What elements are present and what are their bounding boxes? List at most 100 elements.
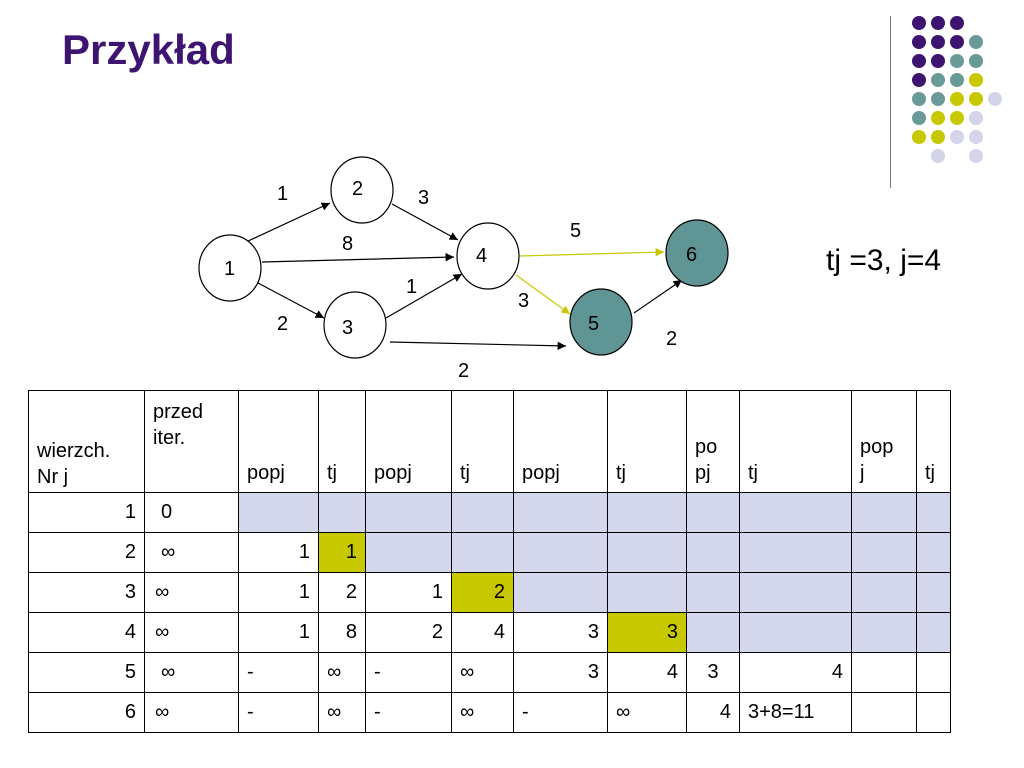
header-cell: tj (739, 390, 852, 493)
header-cell: wierzch.Nr j (28, 390, 145, 493)
slide-title: Przykład (62, 26, 235, 73)
table-row: 6 ∞ - ∞ - ∞ - ∞ 4 3+8=11 (28, 692, 951, 733)
table-cell (451, 532, 514, 573)
decorative-dot (950, 16, 964, 30)
decorative-dot (931, 111, 945, 125)
table-cell: 1 (318, 532, 366, 573)
edge-1-4 (261, 253, 455, 263)
decorative-dot (931, 149, 945, 163)
table-cell: 1 (28, 492, 145, 533)
decorative-dot (969, 111, 983, 125)
header-cell: popj (513, 390, 608, 493)
edge-1-3 (257, 282, 325, 319)
table-cell (513, 532, 608, 573)
table-row: 5 ∞ - ∞ - ∞ 3 4 3 4 (28, 652, 951, 693)
table-cell: 4 (28, 612, 145, 653)
table-cell (607, 572, 687, 613)
table-cell: 4 (451, 612, 514, 653)
decorative-dot (912, 16, 926, 30)
decorative-dot (931, 35, 945, 49)
table-cell: ∞ (144, 532, 239, 573)
table-cell: - (513, 692, 608, 733)
table-cell: 3 (607, 612, 687, 653)
table-cell: 6 (28, 692, 145, 733)
weight-2-4: 3 (418, 187, 429, 209)
table-cell: 2 (365, 612, 452, 653)
node-6-label: 6 (686, 244, 697, 266)
edge-4-6 (519, 248, 665, 257)
table-cell (916, 572, 951, 613)
decorative-dot (969, 130, 983, 144)
decorative-dot (931, 73, 945, 87)
decorative-dot (950, 35, 964, 49)
table-cell (851, 652, 917, 693)
table-cell: 3 (686, 652, 740, 693)
node-5-label: 5 (588, 313, 599, 335)
table-row: 1 0 (28, 492, 951, 533)
table-cell (365, 492, 452, 533)
table-cell (851, 612, 917, 653)
table-cell (851, 692, 917, 733)
table-cell (739, 532, 852, 573)
decorative-dot (931, 54, 945, 68)
table-cell: 4 (739, 652, 852, 693)
table-cell (513, 572, 608, 613)
table-cell (916, 612, 951, 653)
table-cell: ∞ (318, 692, 366, 733)
table-cell: 3 (28, 572, 145, 613)
table-cell (916, 652, 951, 693)
decorative-dot (950, 54, 964, 68)
table-cell (916, 492, 951, 533)
table-cell (607, 532, 687, 573)
table-cell: ∞ (144, 692, 239, 733)
node-3: 3 (323, 291, 387, 359)
decorative-divider (890, 16, 891, 188)
header-cell: tj (451, 390, 514, 493)
table-cell (851, 492, 917, 533)
table-cell: 1 (238, 572, 319, 613)
table-cell (851, 572, 917, 613)
table-cell: 1 (238, 532, 319, 573)
node-3-label: 3 (342, 317, 353, 339)
node-1: 1 (198, 234, 262, 302)
table-cell (686, 492, 740, 533)
table-cell: ∞ (144, 652, 239, 693)
edge-1-2 (245, 202, 331, 243)
header-cell: tj (318, 390, 366, 493)
table-cell: ∞ (144, 572, 239, 613)
decorative-dot (912, 73, 926, 87)
table-cell (916, 532, 951, 573)
table-cell: 2 (318, 572, 366, 613)
table-cell: ∞ (144, 612, 239, 653)
weight-4-6: 5 (570, 220, 581, 242)
table-cell (513, 492, 608, 533)
decorative-dot (912, 92, 926, 106)
edge-3-5 (389, 341, 567, 351)
iteration-caption: tj =3, j=4 (826, 244, 942, 277)
decorative-dot (988, 92, 1002, 106)
table-row: 4 ∞ 1 8 2 4 3 3 (28, 612, 951, 653)
decorative-dot (931, 92, 945, 106)
decorative-dot (912, 111, 926, 125)
table-row: 2 ∞ 1 1 (28, 532, 951, 573)
edge-4-5 (515, 274, 571, 315)
node-2: 2 (330, 156, 394, 224)
table-cell (916, 692, 951, 733)
table-cell (686, 612, 740, 653)
table-cell: 5 (28, 652, 145, 693)
table-cell: 3+8=11 (739, 692, 852, 733)
table-cell: 0 (144, 492, 239, 533)
decorative-dot (950, 111, 964, 125)
table-cell (238, 492, 319, 533)
table-cell: 3 (513, 652, 608, 693)
table-cell (739, 572, 852, 613)
decorative-dot (969, 149, 983, 163)
decorative-dot (912, 35, 926, 49)
table-cell: 8 (318, 612, 366, 653)
node-1-label: 1 (224, 258, 235, 280)
table-cell: - (238, 692, 319, 733)
edge-5-6 (633, 279, 683, 314)
